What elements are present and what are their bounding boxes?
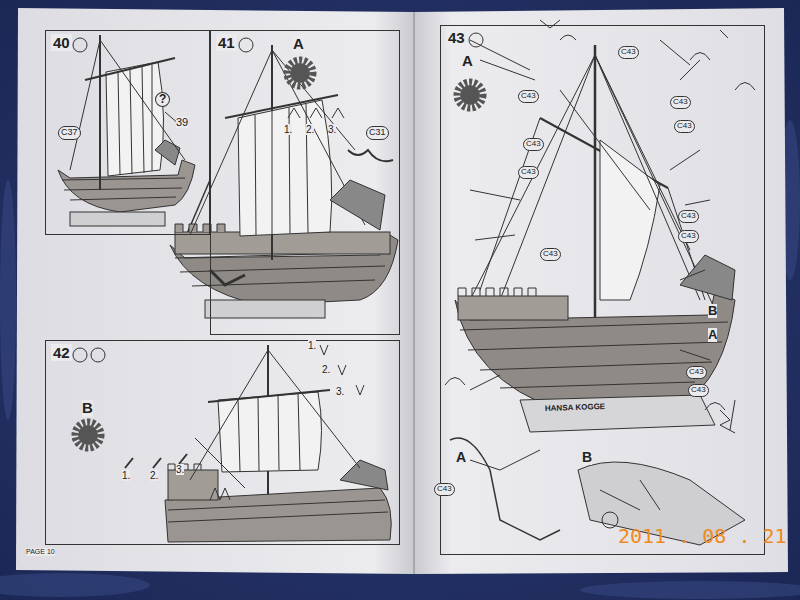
part-number: C43 (518, 90, 539, 103)
view-letter: A (462, 53, 473, 70)
view-letter: B (708, 304, 717, 318)
callout-number: 39 (176, 116, 188, 128)
callout-number: 2. (322, 364, 330, 375)
part-number: C43 (674, 120, 695, 133)
view-letter: A (293, 36, 304, 53)
part-number: C43 (523, 138, 544, 151)
view-letter: B (582, 450, 592, 465)
callout-number: 1. (122, 470, 130, 481)
callout-number: 1. (284, 124, 292, 135)
view-letter: A (456, 450, 466, 465)
part-number: C43 (518, 166, 539, 179)
part-number: C43 (688, 384, 709, 397)
part-number: C43 (618, 46, 639, 59)
part-number: C43 (686, 366, 707, 379)
step-number: 41 (216, 34, 237, 51)
callout-number: 3. (336, 386, 344, 397)
part-number: C43 (670, 96, 691, 109)
part-number: C43 (678, 210, 699, 223)
step-number: 40 (51, 34, 72, 51)
step-panel: 41 (210, 30, 400, 335)
step-number: 42 (51, 344, 72, 361)
callout-number: 2. (306, 124, 314, 135)
view-letter: A (708, 328, 717, 342)
part-number: C31 (366, 126, 389, 140)
part-number: C37 (58, 126, 81, 140)
step-number: 43 (446, 29, 467, 46)
callout-number: PAGE 10 (26, 548, 55, 556)
part-number: C43 (434, 483, 455, 496)
callout-number: 1. (308, 340, 316, 351)
callout-number: 3. (328, 124, 336, 135)
part-number: C43 (540, 248, 561, 261)
date-stamp: 2011 . 08 . 21 (618, 525, 787, 547)
callout-number: 3. (176, 464, 184, 475)
step-panel: 43 (440, 25, 765, 555)
part-number: C43 (678, 230, 699, 243)
step-panel: 42 (45, 340, 400, 545)
callout-number: 2. (150, 470, 158, 481)
view-letter: B (82, 400, 93, 417)
